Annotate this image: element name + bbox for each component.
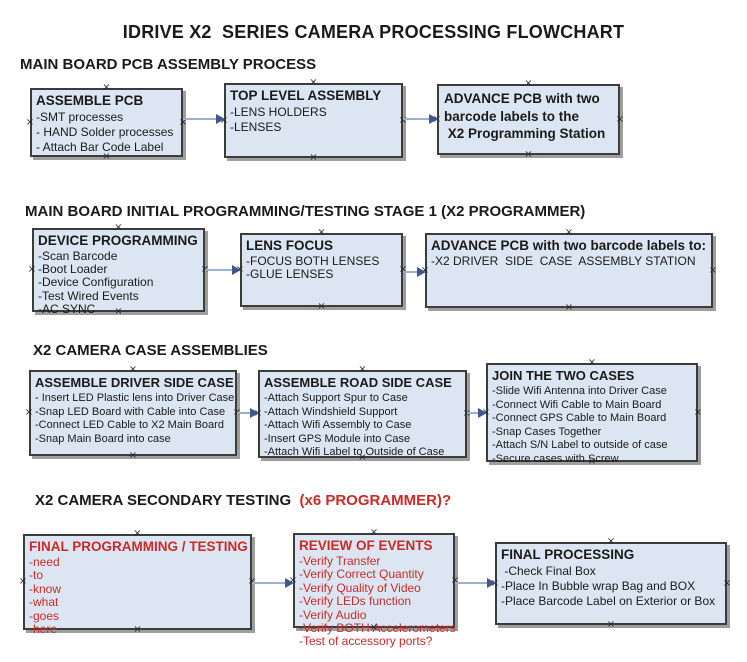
flow-box-join-the-two-cases: JOIN THE TWO CASES -Slide Wifi Antenna i… [482,358,702,467]
box-title: LENS FOCUS [246,238,334,253]
arrow-line [467,412,479,414]
box-item: -Device Configuration [38,275,154,290]
box-title: ASSEMBLE PCB [36,93,144,108]
box-item: -Attach Windshield Support [264,405,398,418]
arrow-line [205,269,233,271]
box-title: FINAL PROCESSING [501,547,635,562]
flow-box-advance-pcb-case-assembly: ADVANCE PCB with two barcode labels to: … [421,228,717,313]
flow-box-lens-focus: LENS FOCUS -FOCUS BOTH LENSES -GLUE LENS… [236,228,407,312]
box-item: - Attach Bar Code Label [36,140,164,154]
flow-box-assemble-road-side-case: ASSEMBLE ROAD SIDE CASE -Attach Support … [254,365,471,463]
arrow-line [183,118,217,120]
box-title: DEVICE PROGRAMMING [38,233,198,248]
box-item: -need [29,555,60,569]
box-item: -Verify Transfer [299,554,381,568]
box-title: ASSEMBLE DRIVER SIDE CASE [35,375,234,390]
flow-box-final-programming-testing: FINAL PROGRAMMING / TESTING -need -to -k… [19,529,256,636]
connection-anchor-icon: × [317,301,326,312]
box-item: -Test Wired Events [38,288,139,303]
box-item: -Place In Bubble wrap Bag and BOX [501,579,696,593]
box-item: -to [29,568,44,583]
box-item: -Connect LED Cable to X2 Main Board [35,419,224,431]
box-item: -Snap Cases Together [492,425,602,438]
box-title: TOP LEVEL ASSEMBLY [230,88,382,103]
box-item: -Boot Loader [38,262,108,277]
flow-box-advance-pcb-programming-station: ADVANCE PCB with two barcode labels to t… [433,79,624,160]
connection-anchor-icon: × [128,450,138,461]
arrow-head-icon [417,267,426,277]
box-bold-line: X2 Programming Station [444,126,606,141]
section-heading-pcb-assembly: MAIN BOARD PCB ASSEMBLY PROCESS [20,56,317,73]
arrow-line [252,582,286,584]
arrow-head-icon [478,408,487,418]
box-item: -Verify BOTH Accelerometers [299,621,456,636]
flow-box-review-of-events: REVIEW OF EVENTS -Verify Transfer -Verif… [289,528,459,649]
flow-box-device-programming: DEVICE PROGRAMMING -Scan Barcode -Boot L… [28,223,209,317]
box-title: JOIN THE TWO CASES [492,368,635,383]
arrow-head-icon [285,578,294,588]
arrow-head-icon [232,265,241,275]
box-item: -GLUE LENSES [246,267,334,282]
box-item: -Attach Wifi Label to Outside of Case [264,446,445,458]
box-item: - Insert LED Plastic lens into Driver Ca… [35,392,235,404]
box-item: -Verify Correct Quantity [299,567,424,582]
box-item: -SMT processes [36,110,124,124]
box-item: -Connect Wifi Cable to Main Board [492,398,662,411]
connection-anchor-icon: × [606,619,616,630]
arrow-head-icon [216,114,225,124]
page-title: IDRIVE X2 SERIES CAMERA PROCESSING FLOWC… [122,22,625,42]
flow-box-top-level-assembly: TOP LEVEL ASSEMBLY -LENS HOLDERS -LENSES… [220,78,407,163]
box-item: -Insert GPS Module into Case [264,432,411,445]
box-item: -Snap Main Board into case [35,432,171,445]
arrow-head-icon [487,578,496,588]
flow-box-assemble-pcb: ASSEMBLE PCB -SMT processes - HAND Solde… [26,83,187,162]
box-item: -Secure cases with Screw [492,452,619,465]
flow-box-final-processing: FINAL PROCESSING -Check Final Box -Place… [491,537,731,630]
box-item: -Snap LED Board with Cable into Case [35,405,226,418]
arrow-line [455,582,488,584]
box-item: -Scan Barcode [38,249,118,263]
heading-red-part: (x6 PROGRAMMER)? [291,492,452,509]
arrow-line [237,412,251,414]
box-bold-line: ADVANCE PCB with two [444,91,600,106]
box-item: -here [29,622,58,637]
arrow-line [403,271,418,273]
box-item: -FOCUS BOTH LENSES [246,254,380,268]
box-title: ASSEMBLE ROAD SIDE CASE [264,375,452,390]
box-item: -X2 DRIVER SIDE CASE ASSEMBLY STATION [431,254,696,268]
box-bold-line: barcode labels to the [444,108,580,124]
box-item: -know [29,581,62,596]
connection-anchor-icon: × [564,302,574,313]
box-item: -what [29,595,59,610]
box-item: -goes [29,608,60,623]
box-title: FINAL PROGRAMMING / TESTING [29,539,248,554]
box-item: -Place Barcode Label on Exterior or Box [501,594,716,608]
flow-box-assemble-driver-side-case: ASSEMBLE DRIVER SIDE CASE - Insert LED P… [25,365,241,461]
connection-anchor-icon: × [524,149,533,160]
box-item: -Check Final Box [501,564,596,578]
box-item: -Connect GPS Cable to Main Board [492,412,667,424]
box-title: REVIEW OF EVENTS [299,538,433,553]
section-heading-case-assemblies: X2 CAMERA CASE ASSEMBLIES [33,342,268,359]
box-item: -AC SYNC [38,301,96,316]
arrow-head-icon [429,114,438,124]
box-item: -LENSES [230,120,282,134]
box-item: -LENS HOLDERS [230,105,327,119]
heading-black-part: X2 CAMERA SECONDARY TESTING [35,492,292,509]
box-item: - HAND Solder processes [36,125,174,139]
box-item: -Attach S/N Label to outside of case [492,439,668,451]
box-item: -Attach Support Spur to Case [264,392,408,404]
box-item: -Attach Wifi Assembly to Case [264,419,412,431]
box-item: -Slide Wifi Antenna into Driver Case [492,385,667,397]
box-title: ADVANCE PCB with two barcode labels to: [431,238,707,253]
box-item: -Verify LEDs function [299,594,412,609]
box-item: -Verify Quality of Video [299,580,421,595]
box-item: -Test of accessory ports? [299,634,433,649]
section-heading-secondary-testing: X2 CAMERA SECONDARY TESTING (x6 PROGRAMM… [35,492,451,509]
connection-anchor-icon: × [309,152,318,163]
arrow-line [403,118,430,120]
box-item: -Verify Audio [299,607,367,622]
section-heading-initial-programming: MAIN BOARD INITIAL PROGRAMMING/TESTING S… [25,203,586,220]
arrow-head-icon [250,408,259,418]
